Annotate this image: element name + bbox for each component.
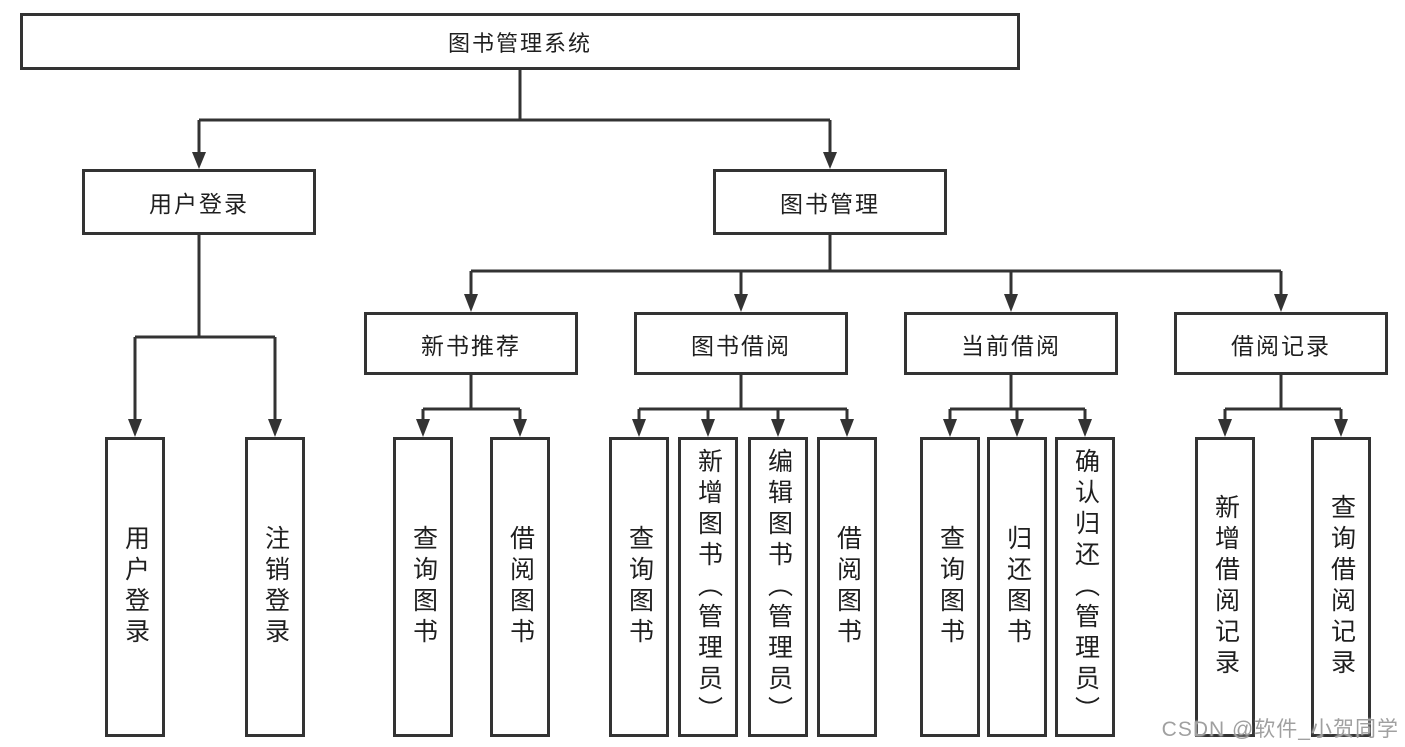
leaf-logout: 注销登录 — [245, 437, 305, 737]
leaf-query-books-borrow: 查询图书 — [609, 437, 669, 737]
node-book-borrow: 图书借阅 — [634, 312, 848, 375]
node-borrow-records: 借阅记录 — [1174, 312, 1388, 375]
leaf-query-borrow-record-label: 查询借阅记录 — [1327, 494, 1356, 680]
leaf-query-borrow-record: 查询借阅记录 — [1311, 437, 1371, 737]
node-book-management: 图书管理 — [713, 169, 947, 235]
node-user-login: 用户登录 — [82, 169, 316, 235]
node-library-management-system: 图书管理系统 — [20, 13, 1020, 70]
leaf-edit-book-admin: 编辑图书（管理员） — [748, 437, 808, 737]
node-current-borrow: 当前借阅 — [904, 312, 1118, 375]
leaf-confirm-return-admin-label: 确认归还（管理员） — [1071, 447, 1100, 727]
leaf-query-books-current-label: 查询图书 — [936, 525, 965, 649]
leaf-return-book: 归还图书 — [987, 437, 1047, 737]
node-new-book-recommend: 新书推荐 — [364, 312, 578, 375]
leaf-edit-book-admin-label: 编辑图书（管理员） — [764, 447, 793, 727]
leaf-borrow-books-label: 借阅图书 — [833, 525, 862, 649]
leaf-query-books-borrow-label: 查询图书 — [625, 525, 654, 649]
leaf-borrow-books: 借阅图书 — [817, 437, 877, 737]
leaf-query-books-current: 查询图书 — [920, 437, 980, 737]
leaf-query-books-recommend: 查询图书 — [393, 437, 453, 737]
leaf-add-book-admin: 新增图书（管理员） — [678, 437, 738, 737]
leaf-borrow-books-recommend-label: 借阅图书 — [506, 525, 535, 649]
leaf-confirm-return-admin: 确认归还（管理员） — [1055, 437, 1115, 737]
leaf-logout-label: 注销登录 — [261, 525, 290, 649]
leaf-borrow-books-recommend: 借阅图书 — [490, 437, 550, 737]
leaf-query-books-recommend-label: 查询图书 — [409, 525, 438, 649]
csdn-watermark: CSDN @软件_小贺同学 — [1161, 718, 1399, 741]
leaf-return-book-label: 归还图书 — [1003, 525, 1032, 649]
leaf-user-login-label: 用户登录 — [121, 525, 150, 649]
leaf-add-borrow-record: 新增借阅记录 — [1195, 437, 1255, 737]
leaf-add-borrow-record-label: 新增借阅记录 — [1211, 494, 1240, 680]
leaf-user-login: 用户登录 — [105, 437, 165, 737]
leaf-add-book-admin-label: 新增图书（管理员） — [694, 447, 723, 727]
